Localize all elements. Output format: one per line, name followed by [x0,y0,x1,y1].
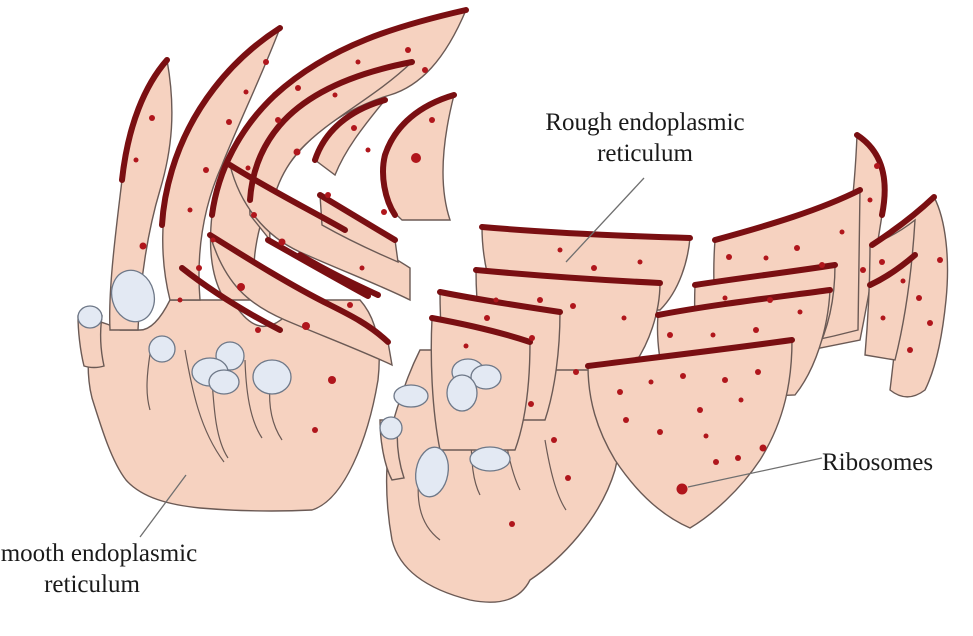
smooth-er-label-line2: reticulum [44,571,140,598]
rough-er-label-line1: Rough endoplasmic [545,109,745,136]
smooth-er-label-line1: Smooth endoplasmic [0,540,198,567]
vesicle [252,359,292,395]
vesicle [379,416,403,440]
vesicle [110,269,156,323]
leader-line-rough-er [565,177,645,263]
ribosomes-label: Ribosomes [822,447,933,478]
vesicle [393,384,429,408]
leader-line-ribosomes [687,457,823,488]
ribosomes-label-text: Ribosomes [822,449,934,476]
leader-lines [139,177,823,538]
vesicles [77,269,511,498]
rough-er-right-edges [585,132,937,369]
vesicle [148,335,176,363]
rough-er-middle-edges [429,224,693,345]
rough-er-label-line2: reticulum [597,140,693,167]
leader-line-smooth-er [139,474,187,538]
vesicle [77,305,103,329]
rough-er-left-cisternae [109,9,468,367]
vesicle [470,364,502,390]
rough-er-label: Rough endoplasmic reticulum [500,107,790,169]
smooth-er-label: Smooth endoplasmic reticulum [0,538,242,600]
ribosomes [133,47,943,527]
vesicle [208,369,240,395]
vesicle [469,446,511,472]
vesicle [415,446,449,498]
vesicle [446,374,478,412]
rough-er-left-edges [119,7,469,345]
